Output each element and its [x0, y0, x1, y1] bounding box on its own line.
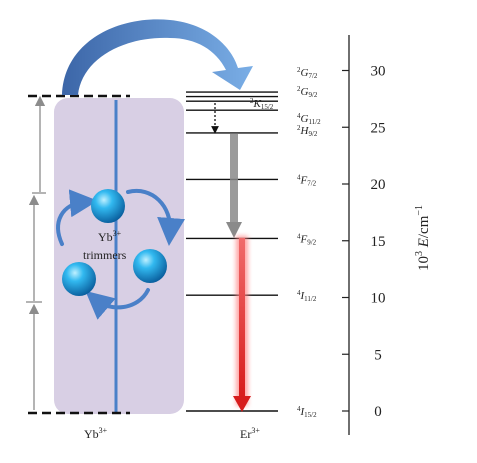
er-level-label: 2K15/2: [250, 97, 274, 111]
yb-sphere-left: [62, 262, 96, 296]
er-ion-label: Er3+: [240, 426, 260, 441]
er-level-label: 4F7/2: [297, 173, 317, 187]
energy-axis-ticks: 0 5 10 15 20 25 30: [342, 64, 386, 420]
axis-tick-label: 15: [371, 234, 386, 250]
axis-tick-label: 20: [371, 177, 386, 193]
er-level-label: 4I15/2: [297, 405, 317, 419]
er-level-label: 2G7/2: [297, 66, 318, 80]
yb-sphere-right: [133, 249, 167, 283]
er-level-label: 4G11/2: [297, 112, 321, 126]
er-level-label: 2G9/2: [297, 85, 318, 99]
er-level-label: 4F9/2: [297, 232, 317, 246]
yb-step-arrows: [26, 95, 46, 410]
yb-ion-label: Yb3+: [84, 426, 108, 441]
axis-tick-label: 10: [371, 291, 386, 307]
energy-transfer-arrow: [62, 19, 253, 95]
axis-tick-label: 30: [371, 64, 386, 80]
trimer-cycle-arrows: [56, 188, 186, 320]
trimer-label-line2: trimmers: [83, 248, 127, 262]
axis-tick-label: 25: [371, 120, 386, 136]
axis-tick-label: 5: [374, 347, 382, 363]
red-emission-arrow: [233, 236, 251, 412]
relaxation-arrow: [226, 134, 242, 238]
axis-tick-label: 0: [374, 404, 382, 420]
yb-cluster-box: [54, 98, 184, 414]
yb-sphere-top: [91, 189, 125, 223]
er-level-label: 2H9/2: [297, 124, 318, 138]
er-level-label: 4I11/2: [297, 289, 317, 303]
trimer-label-line1: Yb3+: [98, 229, 122, 244]
energy-axis-title: 103 E/cm−1: [414, 205, 432, 271]
